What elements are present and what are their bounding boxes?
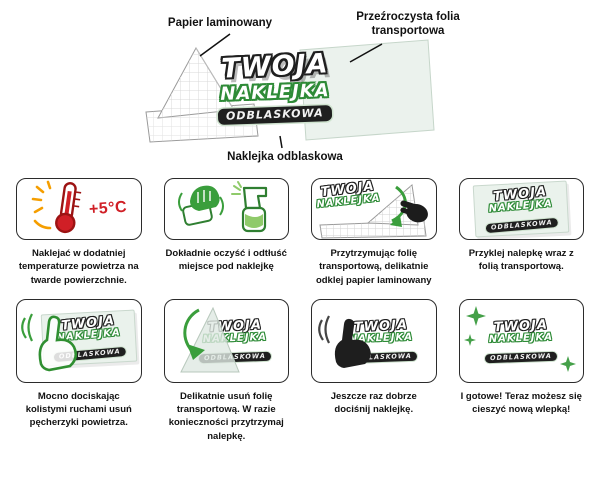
press-again-icon	[318, 315, 371, 368]
leader-line-film	[349, 43, 383, 63]
step-4-frame: TWOJA NAKLEJKA ODBLASKOWA	[458, 178, 584, 240]
leader-line-sticker	[279, 135, 283, 149]
thermometer-icon	[31, 179, 87, 239]
step-7: TWOJA NAKLEJKA ODBLASKOWA Jeszcze raz do…	[311, 298, 437, 443]
step-3-caption: Przytrzymując folię transportową, delika…	[315, 248, 432, 286]
step-5-frame: TWOJA NAKLEJKA ODBLASKOWA	[16, 298, 142, 383]
sticker-line-3: ODBLASKOWA	[217, 104, 333, 125]
label-laminated-paper: Papier laminowany	[167, 17, 273, 29]
remove-transfer-film-icon	[179, 306, 240, 373]
step-8-caption: I gotowe! Teraz możesz się cieszyć nową …	[460, 390, 582, 416]
step-5-caption: Mocno dociskając kolistymi ruchami usuń …	[25, 390, 132, 429]
sticker-mini: TWOJA NAKLEJKA ODBLASKOWA	[484, 184, 559, 233]
step-8: TWOJA NAKLEJKA ODBLASKOWA I gotowe! Tera…	[458, 298, 584, 443]
step-1-caption: Naklejać w dodatniej temperaturze powiet…	[18, 248, 139, 286]
leader-line-paper	[199, 33, 231, 57]
step-7-caption: Jeszcze raz dobrze dociśnij naklejkę.	[330, 390, 417, 416]
apply-sticker-with-film-icon: TWOJA NAKLEJKA ODBLASKOWA	[473, 180, 570, 238]
step-8-frame: TWOJA NAKLEJKA ODBLASKOWA	[458, 298, 584, 383]
sticker-wordmark: TWOJA NAKLEJKA ODBLASKOWA	[205, 48, 345, 125]
peel-backing-paper-icon	[319, 184, 428, 239]
pinch-hand-icon	[400, 200, 428, 223]
sticker-line-2: NAKLEJKA	[220, 80, 330, 106]
label-transfer-film: Przeźroczysta folia transportowa	[356, 11, 460, 38]
step-7-frame: TWOJA NAKLEJKA ODBLASKOWA	[311, 298, 437, 383]
step-4-caption: Przyklej nalepkę wraz z folią transporto…	[468, 248, 574, 273]
step-6: TWOJA NAKLEJKA ODBLASKOWA Delikatnie usu…	[163, 298, 289, 443]
step-3: TWOJA NAKLEJKA	[311, 178, 437, 287]
step-2-caption: Dokładnie oczyść i odtłuść miejsce pod n…	[165, 248, 287, 273]
label-reflective-sticker: Naklejka odblaskowa	[227, 151, 343, 163]
step-2: Dokładnie oczyść i odtłuść miejsce pod n…	[163, 178, 289, 287]
steps-grid: +5°C Naklejać w dodatniej temperaturze p…	[0, 172, 600, 443]
step-2-frame	[163, 178, 289, 240]
step-4: TWOJA NAKLEJKA ODBLASKOWA Przyklej nalep…	[458, 178, 584, 287]
sticker-line-3: ODBLASKOWA	[485, 217, 559, 233]
step-6-caption: Delikatnie usuń folię transportową. W ra…	[168, 390, 284, 442]
sparkles-icon	[463, 305, 576, 372]
spray-cleaning-icon	[174, 179, 278, 239]
header-diagram: Papier laminowany Przeźroczysta folia tr…	[0, 0, 600, 172]
step-5: TWOJA NAKLEJKA ODBLASKOWA Mocno dociskaj…	[16, 298, 142, 443]
temperature-label: +5°C	[88, 198, 128, 219]
step-1-frame: +5°C	[16, 178, 142, 240]
step-1: +5°C Naklejać w dodatniej temperaturze p…	[16, 178, 142, 287]
press-remove-bubbles-icon	[21, 313, 77, 372]
step-3-frame: TWOJA NAKLEJKA	[311, 178, 437, 240]
step-6-frame: TWOJA NAKLEJKA ODBLASKOWA	[163, 298, 289, 383]
